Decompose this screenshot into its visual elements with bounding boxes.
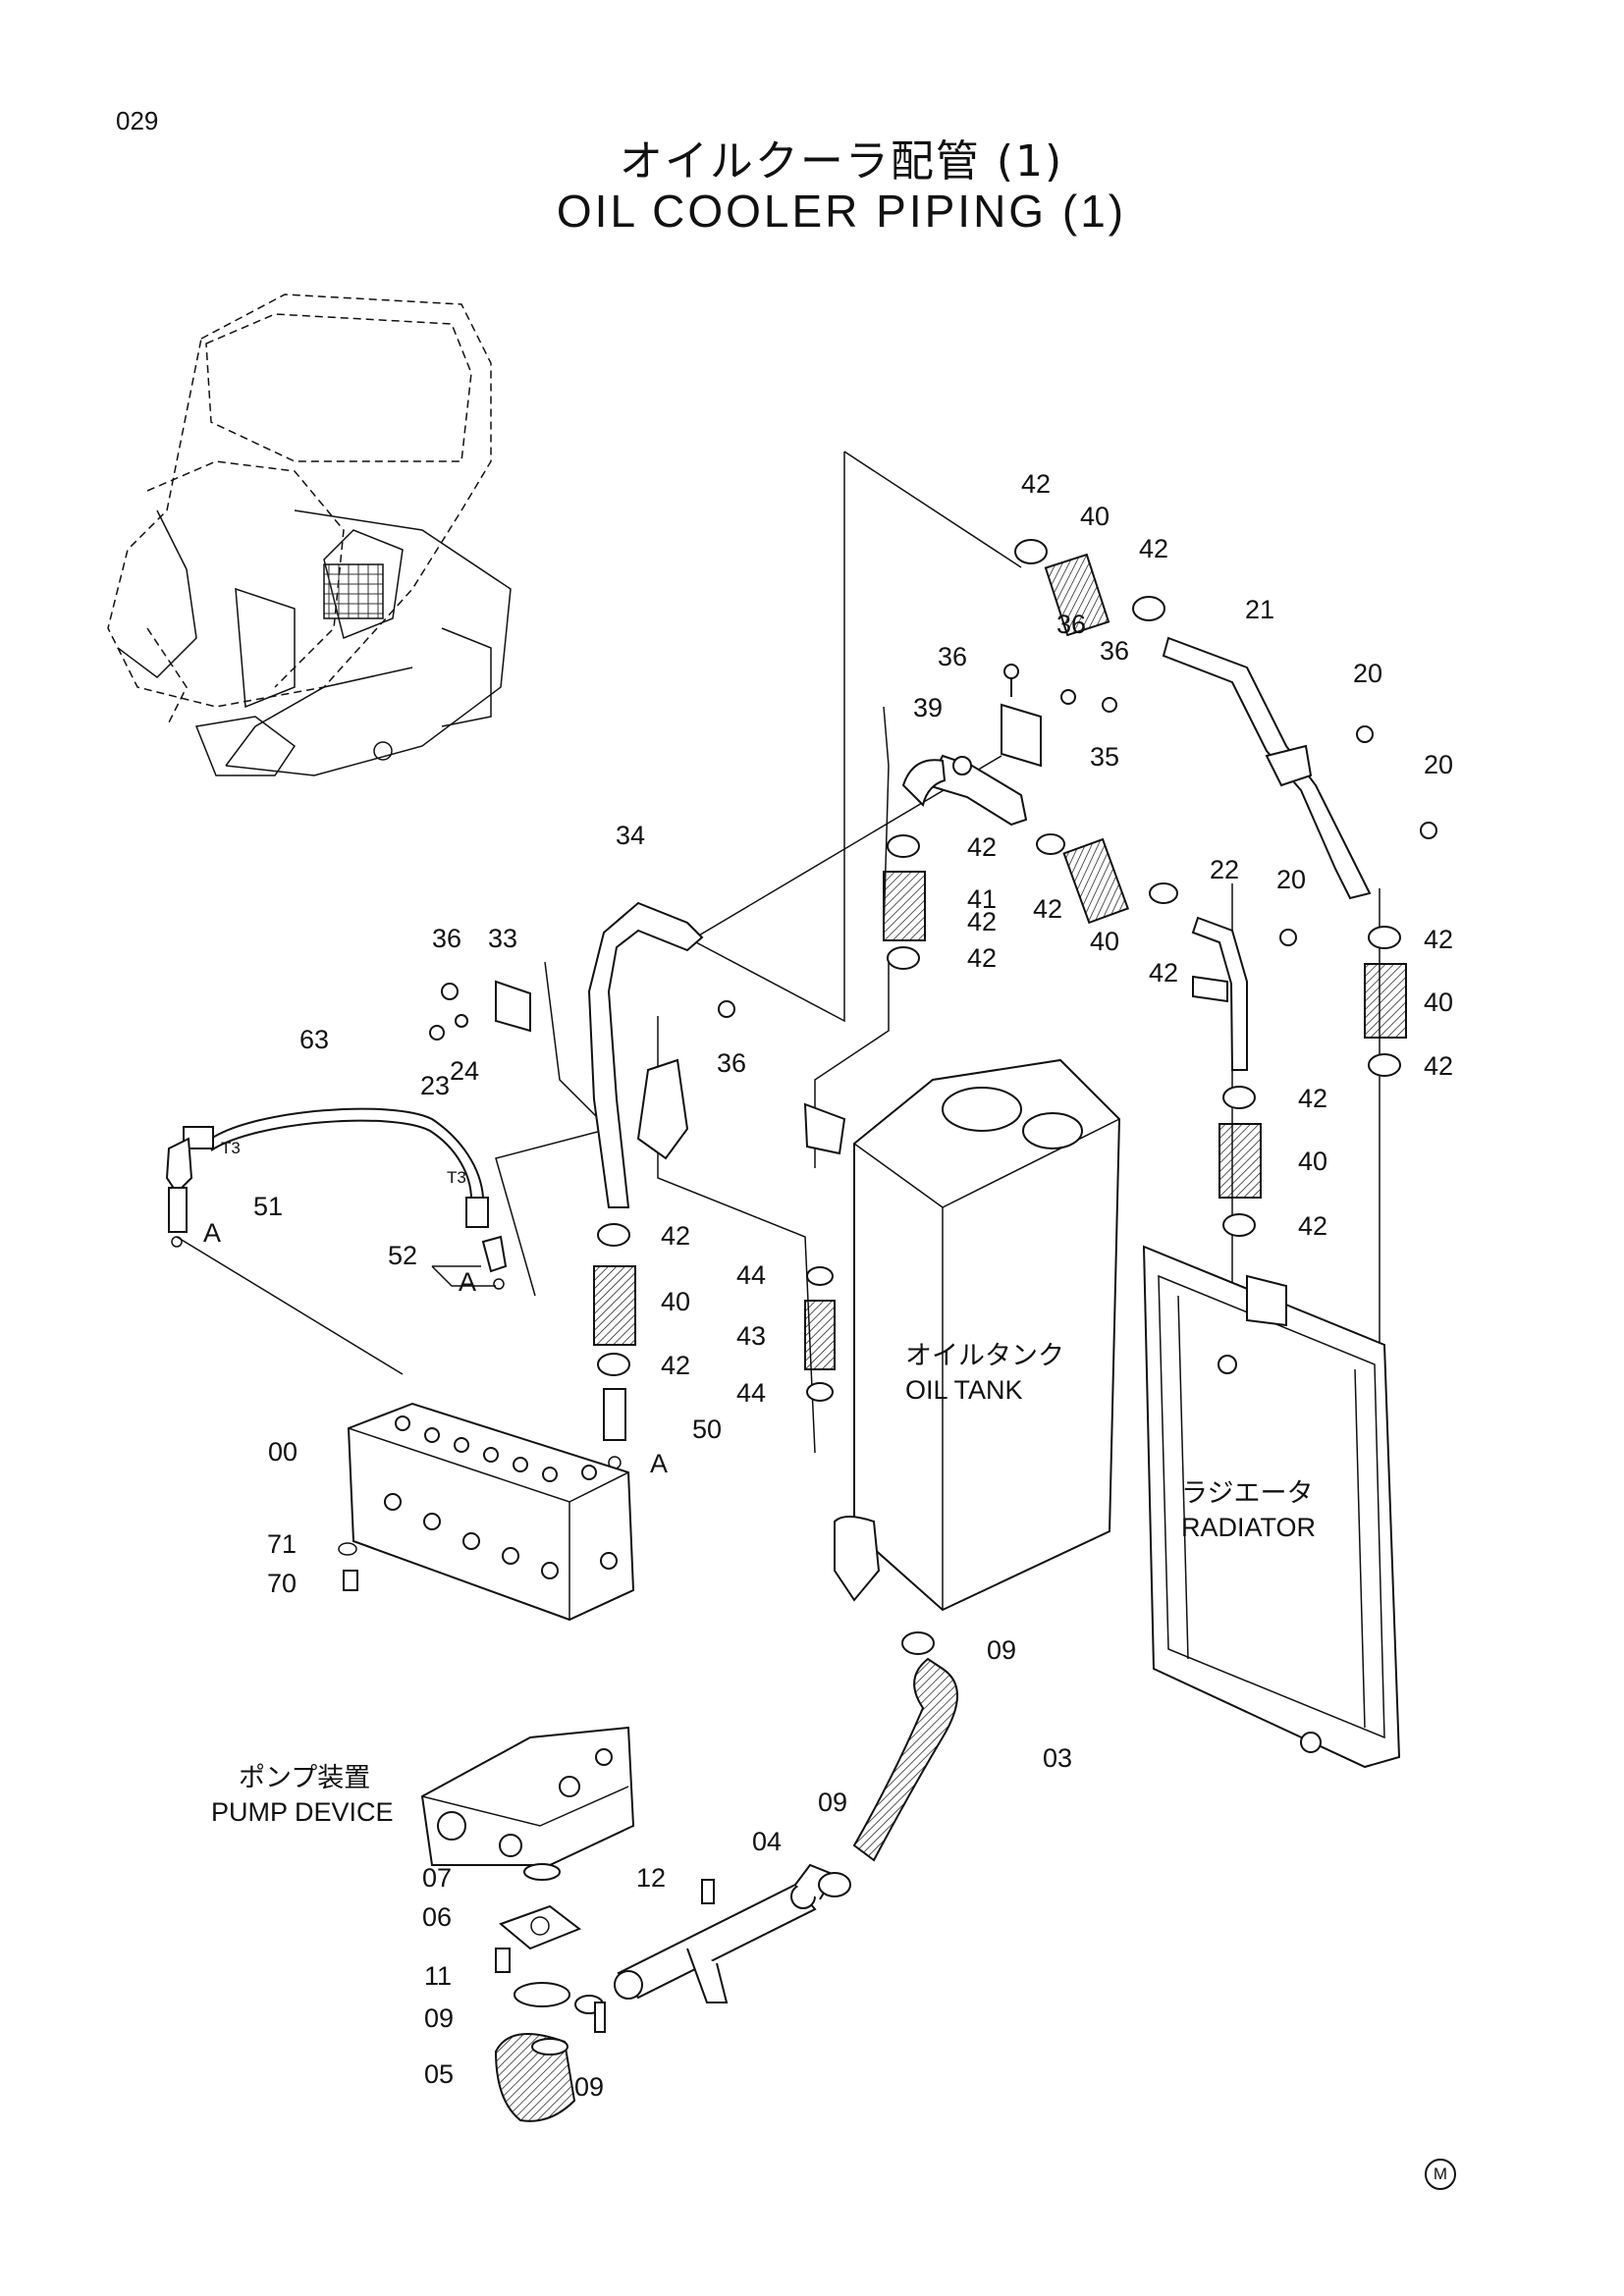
callout-label: 04: [752, 1827, 782, 1856]
callout-label: 20: [1276, 865, 1306, 894]
callout-label: 42: [1424, 925, 1453, 954]
hose-43-group: [804, 1266, 836, 1402]
pipe-04-and-hose-03: [614, 1631, 958, 2003]
callout-label: 00: [268, 1437, 298, 1467]
callout-label: 36: [938, 642, 967, 671]
callout-label: 42: [1149, 958, 1178, 988]
callout-label: 42: [661, 1221, 690, 1251]
machine-overview: [107, 294, 512, 776]
callout-label: 42: [1424, 1051, 1453, 1081]
callout-label: 09: [818, 1788, 847, 1817]
callout-label: 40: [661, 1287, 690, 1316]
callout-label: 09: [424, 2003, 454, 2033]
callout-label: 42: [661, 1351, 690, 1380]
upper-hose-group: [1014, 539, 1437, 900]
callout-label: 42: [1033, 894, 1062, 924]
callout-label: 03: [1043, 1743, 1072, 1773]
callout-label: 06: [422, 1902, 452, 1932]
callout-label: 44: [736, 1260, 766, 1290]
control-valve: [338, 1402, 635, 1622]
callout-label: 42: [1139, 534, 1168, 563]
callout-label: 63: [299, 1025, 329, 1054]
pump-device: [420, 1726, 635, 1881]
fitting-mark-t3: T3: [221, 1139, 241, 1157]
page-title-english: OIL COOLER PIPING (1): [556, 186, 1127, 237]
callout-label: 41: [967, 884, 997, 914]
callout-label: 52: [388, 1241, 417, 1270]
callout-label: 24: [450, 1056, 479, 1086]
callout-label: 40: [1080, 502, 1110, 531]
callout-label: 42: [967, 907, 997, 936]
callout-label: 36: [432, 924, 461, 953]
detail-mark-a: A: [650, 1449, 668, 1478]
callout-label: 22: [1210, 855, 1239, 884]
callout-label: 51: [253, 1192, 283, 1221]
callout-label: 39: [913, 693, 943, 722]
callout-label: 42: [1298, 1211, 1327, 1241]
pipe-22-and-hoses: [1191, 916, 1407, 1237]
callout-label: 40: [1298, 1147, 1327, 1176]
oil-tank: [803, 1058, 1121, 1612]
component-captions: オイルタンク OIL TANK ラジエータ RADIATOR ポンプ装置 PUM…: [211, 1341, 1316, 1827]
callout-label: 12: [636, 1863, 666, 1893]
callout-label: 20: [1353, 659, 1382, 688]
callout-label: 09: [987, 1635, 1016, 1665]
callout-label: 42: [1298, 1084, 1327, 1113]
pump-caption-en: PUMP DEVICE: [211, 1797, 394, 1827]
callout-label: 35: [1090, 742, 1119, 772]
callout-label: 36: [1100, 636, 1129, 666]
callout-label: 70: [267, 1569, 297, 1598]
oil-tank-caption-en: OIL TANK: [905, 1375, 1023, 1405]
callout-label: 42: [967, 943, 997, 973]
footer-mark: M: [1425, 2159, 1456, 2190]
callout-label: 36: [1056, 610, 1086, 639]
page-number: 029: [116, 106, 159, 135]
callout-label: 05: [424, 2059, 454, 2089]
fitting-mark-t3: T3: [447, 1168, 466, 1187]
callout-labels: 42 40 42 21 36 36 36 39 35 20 20 42 42 4…: [253, 469, 1453, 2102]
pipe-34-assembly: [429, 901, 735, 1208]
page-title-japanese: オイルクーラ配管 (1): [619, 136, 1064, 187]
callout-label: 20: [1424, 750, 1453, 779]
callout-label: 34: [616, 821, 645, 850]
fitting-marks: T3 T3 A A A: [203, 1139, 668, 1478]
callout-label: 21: [1245, 595, 1274, 624]
callout-label: 44: [736, 1378, 766, 1408]
left-hose-column: [593, 1223, 636, 1469]
callout-label: 42: [1021, 469, 1051, 499]
suction-assembly: [494, 1904, 606, 2122]
detail-mark-a: A: [459, 1267, 476, 1297]
callout-label: 42: [967, 832, 997, 862]
callout-label: 71: [267, 1529, 297, 1559]
callout-label: 43: [736, 1321, 766, 1351]
callout-label: 09: [574, 2072, 604, 2102]
radiator-caption-jp: ラジエータ: [1181, 1478, 1313, 1508]
callout-label: 11: [424, 1961, 452, 1991]
hose-63: [165, 1107, 508, 1290]
callout-label: 07: [422, 1863, 452, 1893]
bracket-and-pipe-39: [901, 664, 1117, 827]
radiator-caption-en: RADIATOR: [1181, 1513, 1316, 1542]
callout-label: 23: [420, 1071, 450, 1100]
callout-label: 33: [488, 924, 517, 953]
callout-label: 50: [692, 1415, 722, 1444]
detail-mark-a: A: [203, 1218, 221, 1248]
callout-label: 40: [1090, 927, 1119, 956]
middle-hose-column: [883, 833, 1178, 970]
radiator: [1142, 1245, 1401, 1769]
oil-tank-caption-jp: オイルタンク: [905, 1341, 1064, 1370]
callout-label: 36: [717, 1048, 746, 1078]
callout-label: 40: [1424, 988, 1453, 1017]
pump-caption-jp: ポンプ装置: [239, 1763, 370, 1792]
